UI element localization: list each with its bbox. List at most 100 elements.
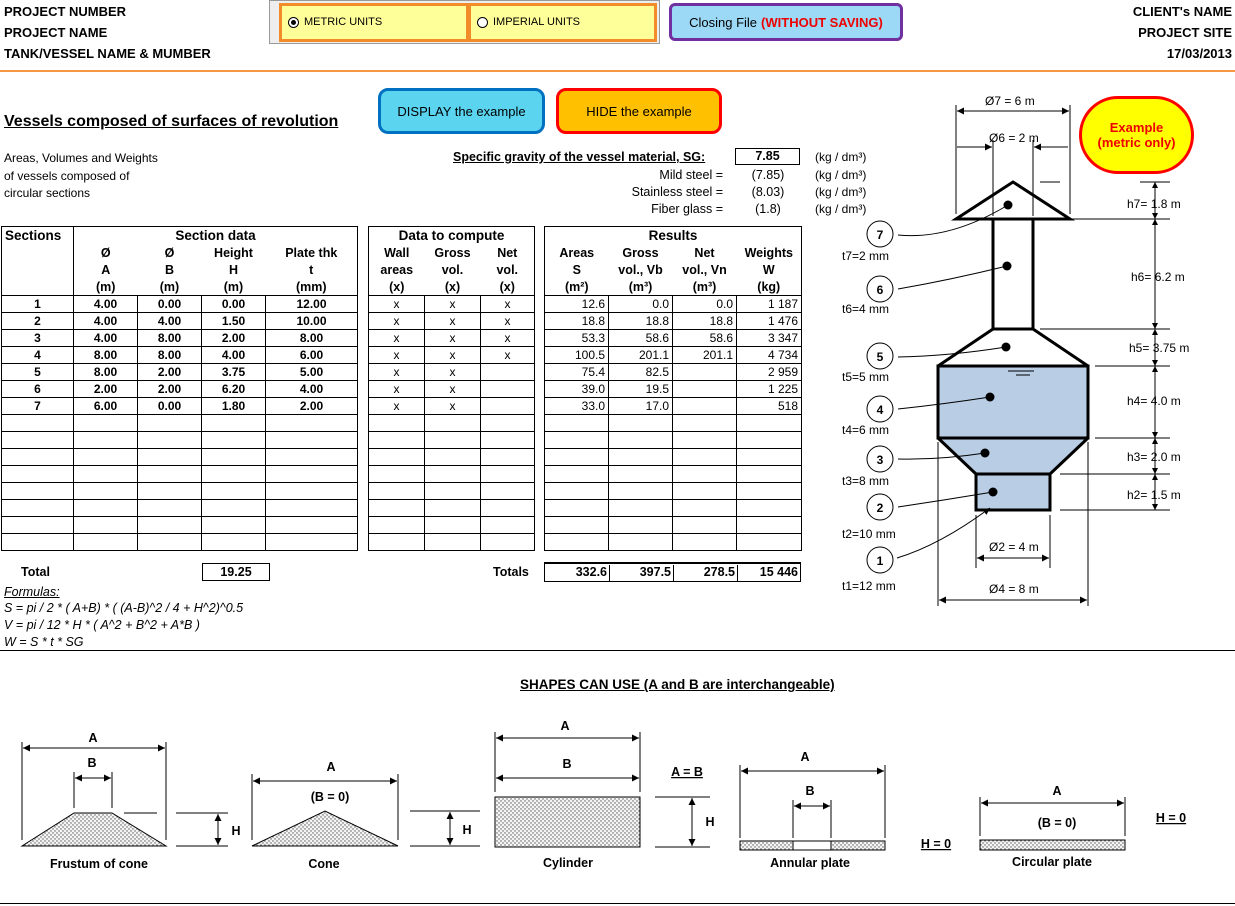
table-cell[interactable] (608, 465, 673, 483)
table-cell[interactable] (201, 414, 266, 432)
table-cell[interactable]: 17.0 (608, 397, 673, 415)
table-cell[interactable] (264, 482, 359, 500)
table-cell[interactable] (137, 533, 202, 551)
table-cell[interactable] (735, 499, 803, 517)
table-cell[interactable]: 2.00 (137, 363, 202, 381)
table-cell[interactable] (544, 499, 609, 517)
table-cell[interactable]: x (424, 346, 481, 364)
table-cell[interactable]: 8.00 (73, 346, 138, 364)
table-cell[interactable] (368, 448, 425, 466)
table-cell[interactable] (1, 414, 74, 432)
table-cell[interactable] (137, 482, 202, 500)
table-cell[interactable]: 2.00 (201, 329, 266, 347)
table-cell[interactable] (137, 465, 202, 483)
table-cell[interactable] (479, 448, 536, 466)
hide-example-button[interactable]: HIDE the example (556, 88, 722, 134)
table-cell[interactable] (264, 431, 359, 449)
table-cell[interactable] (368, 533, 425, 551)
table-cell[interactable] (544, 482, 609, 500)
table-cell[interactable] (672, 380, 737, 398)
table-cell[interactable] (73, 465, 138, 483)
table-cell[interactable]: 8.00 (73, 363, 138, 381)
table-cell[interactable] (735, 431, 803, 449)
table-cell[interactable]: 39.0 (544, 380, 609, 398)
table-cell[interactable]: 19.5 (608, 380, 673, 398)
table-cell[interactable] (479, 431, 536, 449)
table-cell[interactable] (264, 448, 359, 466)
table-cell[interactable] (424, 482, 481, 500)
table-cell[interactable] (368, 482, 425, 500)
table-cell[interactable]: 58.6 (608, 329, 673, 347)
table-cell[interactable] (544, 414, 609, 432)
table-cell[interactable]: x (479, 312, 536, 330)
table-cell[interactable] (672, 499, 737, 517)
table-cell[interactable]: x (424, 397, 481, 415)
table-cell[interactable]: 0.00 (137, 397, 202, 415)
table-cell[interactable] (424, 465, 481, 483)
table-cell[interactable]: 7 (1, 397, 74, 415)
table-cell[interactable] (479, 516, 536, 534)
table-cell[interactable]: x (368, 329, 425, 347)
table-cell[interactable]: 8.00 (137, 329, 202, 347)
table-cell[interactable] (201, 482, 266, 500)
table-cell[interactable] (672, 448, 737, 466)
table-cell[interactable] (479, 499, 536, 517)
table-cell[interactable]: 53.3 (544, 329, 609, 347)
table-cell[interactable]: x (479, 346, 536, 364)
table-cell[interactable]: 0.0 (608, 295, 673, 313)
table-cell[interactable] (544, 448, 609, 466)
table-cell[interactable]: 2.00 (264, 397, 359, 415)
table-cell[interactable] (73, 516, 138, 534)
imperial-radio-icon[interactable] (477, 17, 488, 28)
table-cell[interactable]: 6 (1, 380, 74, 398)
table-cell[interactable]: 5 (1, 363, 74, 381)
table-cell[interactable] (479, 363, 536, 381)
table-cell[interactable]: 6.20 (201, 380, 266, 398)
table-cell[interactable] (73, 533, 138, 551)
table-cell[interactable] (137, 448, 202, 466)
table-cell[interactable]: 4.00 (137, 312, 202, 330)
table-cell[interactable] (672, 482, 737, 500)
table-cell[interactable]: 8.00 (264, 329, 359, 347)
table-cell[interactable]: 4.00 (201, 346, 266, 364)
table-cell[interactable] (264, 499, 359, 517)
table-cell[interactable] (479, 414, 536, 432)
table-cell[interactable]: 6.00 (73, 397, 138, 415)
table-cell[interactable] (1, 431, 74, 449)
table-cell[interactable] (672, 533, 737, 551)
table-cell[interactable] (424, 516, 481, 534)
table-cell[interactable] (672, 431, 737, 449)
table-cell[interactable] (424, 533, 481, 551)
table-cell[interactable] (735, 465, 803, 483)
table-cell[interactable]: 4 (1, 346, 74, 364)
table-cell[interactable] (73, 431, 138, 449)
table-cell[interactable]: x (368, 295, 425, 313)
table-cell[interactable] (424, 499, 481, 517)
table-cell[interactable] (608, 414, 673, 432)
table-cell[interactable] (735, 448, 803, 466)
table-cell[interactable] (544, 516, 609, 534)
table-cell[interactable] (264, 516, 359, 534)
table-cell[interactable] (672, 465, 737, 483)
table-cell[interactable]: 4.00 (264, 380, 359, 398)
table-cell[interactable] (137, 516, 202, 534)
table-cell[interactable]: 18.8 (672, 312, 737, 330)
table-cell[interactable] (424, 431, 481, 449)
table-cell[interactable] (1, 465, 74, 483)
table-cell[interactable] (479, 397, 536, 415)
table-cell[interactable]: 3 347 (735, 329, 803, 347)
table-cell[interactable] (544, 465, 609, 483)
table-cell[interactable]: 8.00 (137, 346, 202, 364)
table-cell[interactable]: 2.00 (137, 380, 202, 398)
table-cell[interactable] (672, 414, 737, 432)
table-cell[interactable] (137, 431, 202, 449)
table-cell[interactable] (672, 397, 737, 415)
table-cell[interactable] (479, 533, 536, 551)
table-cell[interactable]: x (368, 397, 425, 415)
table-cell[interactable] (1, 516, 74, 534)
table-cell[interactable] (1, 533, 74, 551)
table-cell[interactable]: 3 (1, 329, 74, 347)
table-cell[interactable] (608, 482, 673, 500)
table-cell[interactable] (672, 363, 737, 381)
metric-units-option[interactable]: METRIC UNITS (279, 3, 469, 42)
